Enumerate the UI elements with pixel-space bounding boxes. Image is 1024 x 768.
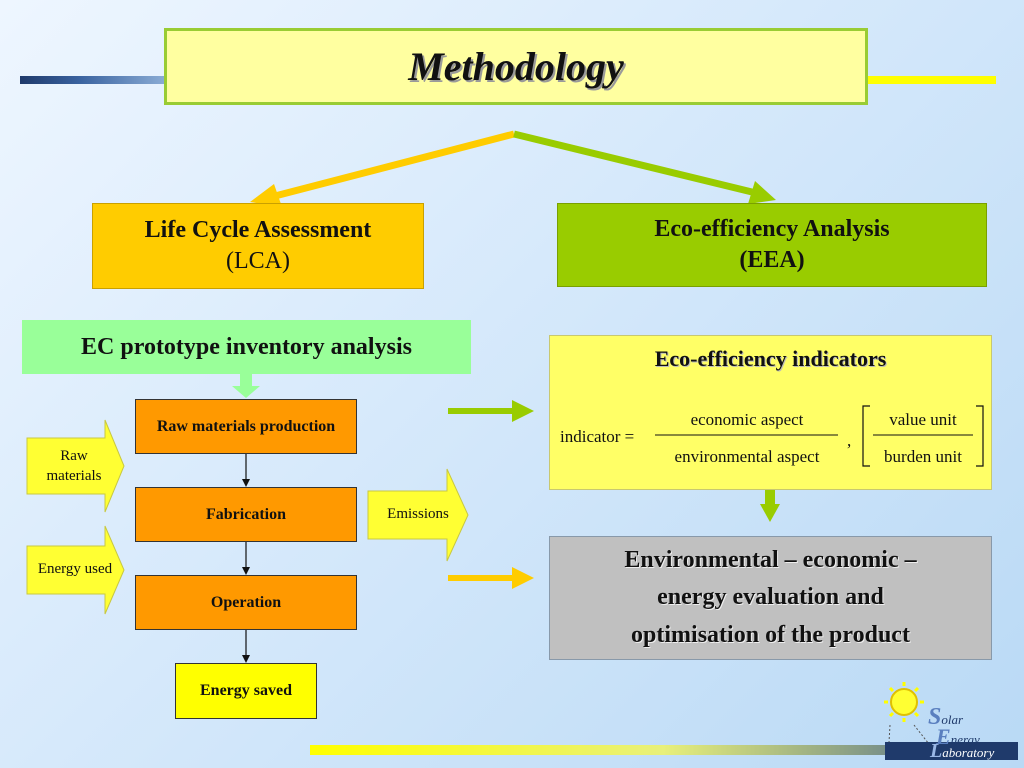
unit-numerator: value unit	[889, 410, 957, 429]
logo-initial-e: E	[936, 724, 951, 749]
process-flow-arrows	[242, 454, 250, 663]
logo-word-solar: olar	[941, 712, 964, 727]
arrow-to-evaluation	[448, 567, 534, 589]
inventory-label: EC prototype inventory analysis	[81, 333, 412, 360]
arrow-indicators-to-evaluation	[760, 490, 780, 522]
eea-box: Eco-efficiency Analysis (EEA)	[557, 203, 987, 287]
eea-abbrev: (EEA)	[739, 247, 805, 273]
eco-efficiency-indicators-box: Eco-efficiency indicators indicator = ec…	[549, 335, 992, 490]
operation-label: Operation	[210, 593, 282, 611]
branch-arrow-eea	[513, 130, 776, 204]
lca-title: Life Cycle Assessment	[144, 216, 372, 243]
logo-initial-l: L	[930, 740, 943, 762]
indicators-title: Eco-efficiency indicators	[654, 346, 887, 371]
sun-icon	[884, 682, 941, 761]
branch-arrow-lca	[250, 130, 515, 207]
logo-solar: Solar	[928, 704, 963, 731]
energy-saved-label: Energy saved	[200, 682, 292, 699]
bracket-right	[976, 405, 984, 467]
formula-comma: ,	[847, 431, 851, 450]
unit-denominator: burden unit	[884, 447, 962, 466]
logo-word-laboratory: aboratory	[942, 745, 995, 760]
raw-materials-label-line2: materials	[46, 468, 102, 484]
emissions-label: Emissions	[387, 506, 449, 522]
energy-used-label: Energy used	[37, 561, 113, 577]
raw-materials-label-line1: Raw	[60, 448, 88, 464]
indicator-formula: indicator = economic aspect environmenta…	[560, 405, 984, 467]
fabrication-label: Fabrication	[206, 505, 286, 523]
bottom-bar	[310, 745, 1016, 755]
page-title: Methodology	[408, 44, 624, 89]
energy-used-input-arrow	[26, 525, 125, 615]
formula-lhs: indicator =	[560, 427, 634, 446]
inventory-analysis-box: EC prototype inventory analysis	[22, 320, 471, 374]
raw-materials-production-label: Raw materials production	[156, 417, 336, 435]
logo-laboratory: Laboratory	[930, 740, 994, 763]
bracket-left	[862, 405, 870, 467]
evaluation-box: Environmental – economic – energy evalua…	[549, 536, 992, 660]
logo-word-energy: nergy	[950, 732, 980, 747]
fabrication-box: Fabrication	[135, 487, 357, 542]
top-right-bar	[866, 76, 996, 84]
arrow-to-indicators	[448, 400, 534, 422]
evaluation-line1: Environmental – economic –	[624, 547, 917, 574]
emissions-output-arrow	[367, 468, 469, 562]
raw-materials-production-box: Raw materials production	[135, 399, 357, 454]
top-left-bar	[20, 76, 170, 84]
lca-abbrev: (LCA)	[226, 248, 290, 274]
title-box: Methodology	[164, 28, 868, 105]
logo-initial-s: S	[928, 704, 942, 730]
energy-saved-box: Energy saved	[175, 663, 317, 719]
formula-denominator: environmental aspect	[675, 447, 820, 466]
lca-box: Life Cycle Assessment (LCA)	[92, 203, 424, 289]
operation-box: Operation	[135, 575, 357, 630]
raw-materials-input-arrow	[26, 419, 125, 513]
logo-laboratory-band	[885, 742, 1018, 760]
inventory-down-arrow	[232, 374, 260, 398]
evaluation-line3: optimisation of the product	[631, 621, 910, 648]
evaluation-line2: energy evaluation and	[657, 584, 884, 611]
logo-energy: Energy	[936, 724, 980, 750]
formula-numerator: economic aspect	[691, 410, 804, 429]
raw-materials-label: Raw materials	[30, 446, 118, 486]
eea-title: Eco-efficiency Analysis	[654, 215, 890, 242]
